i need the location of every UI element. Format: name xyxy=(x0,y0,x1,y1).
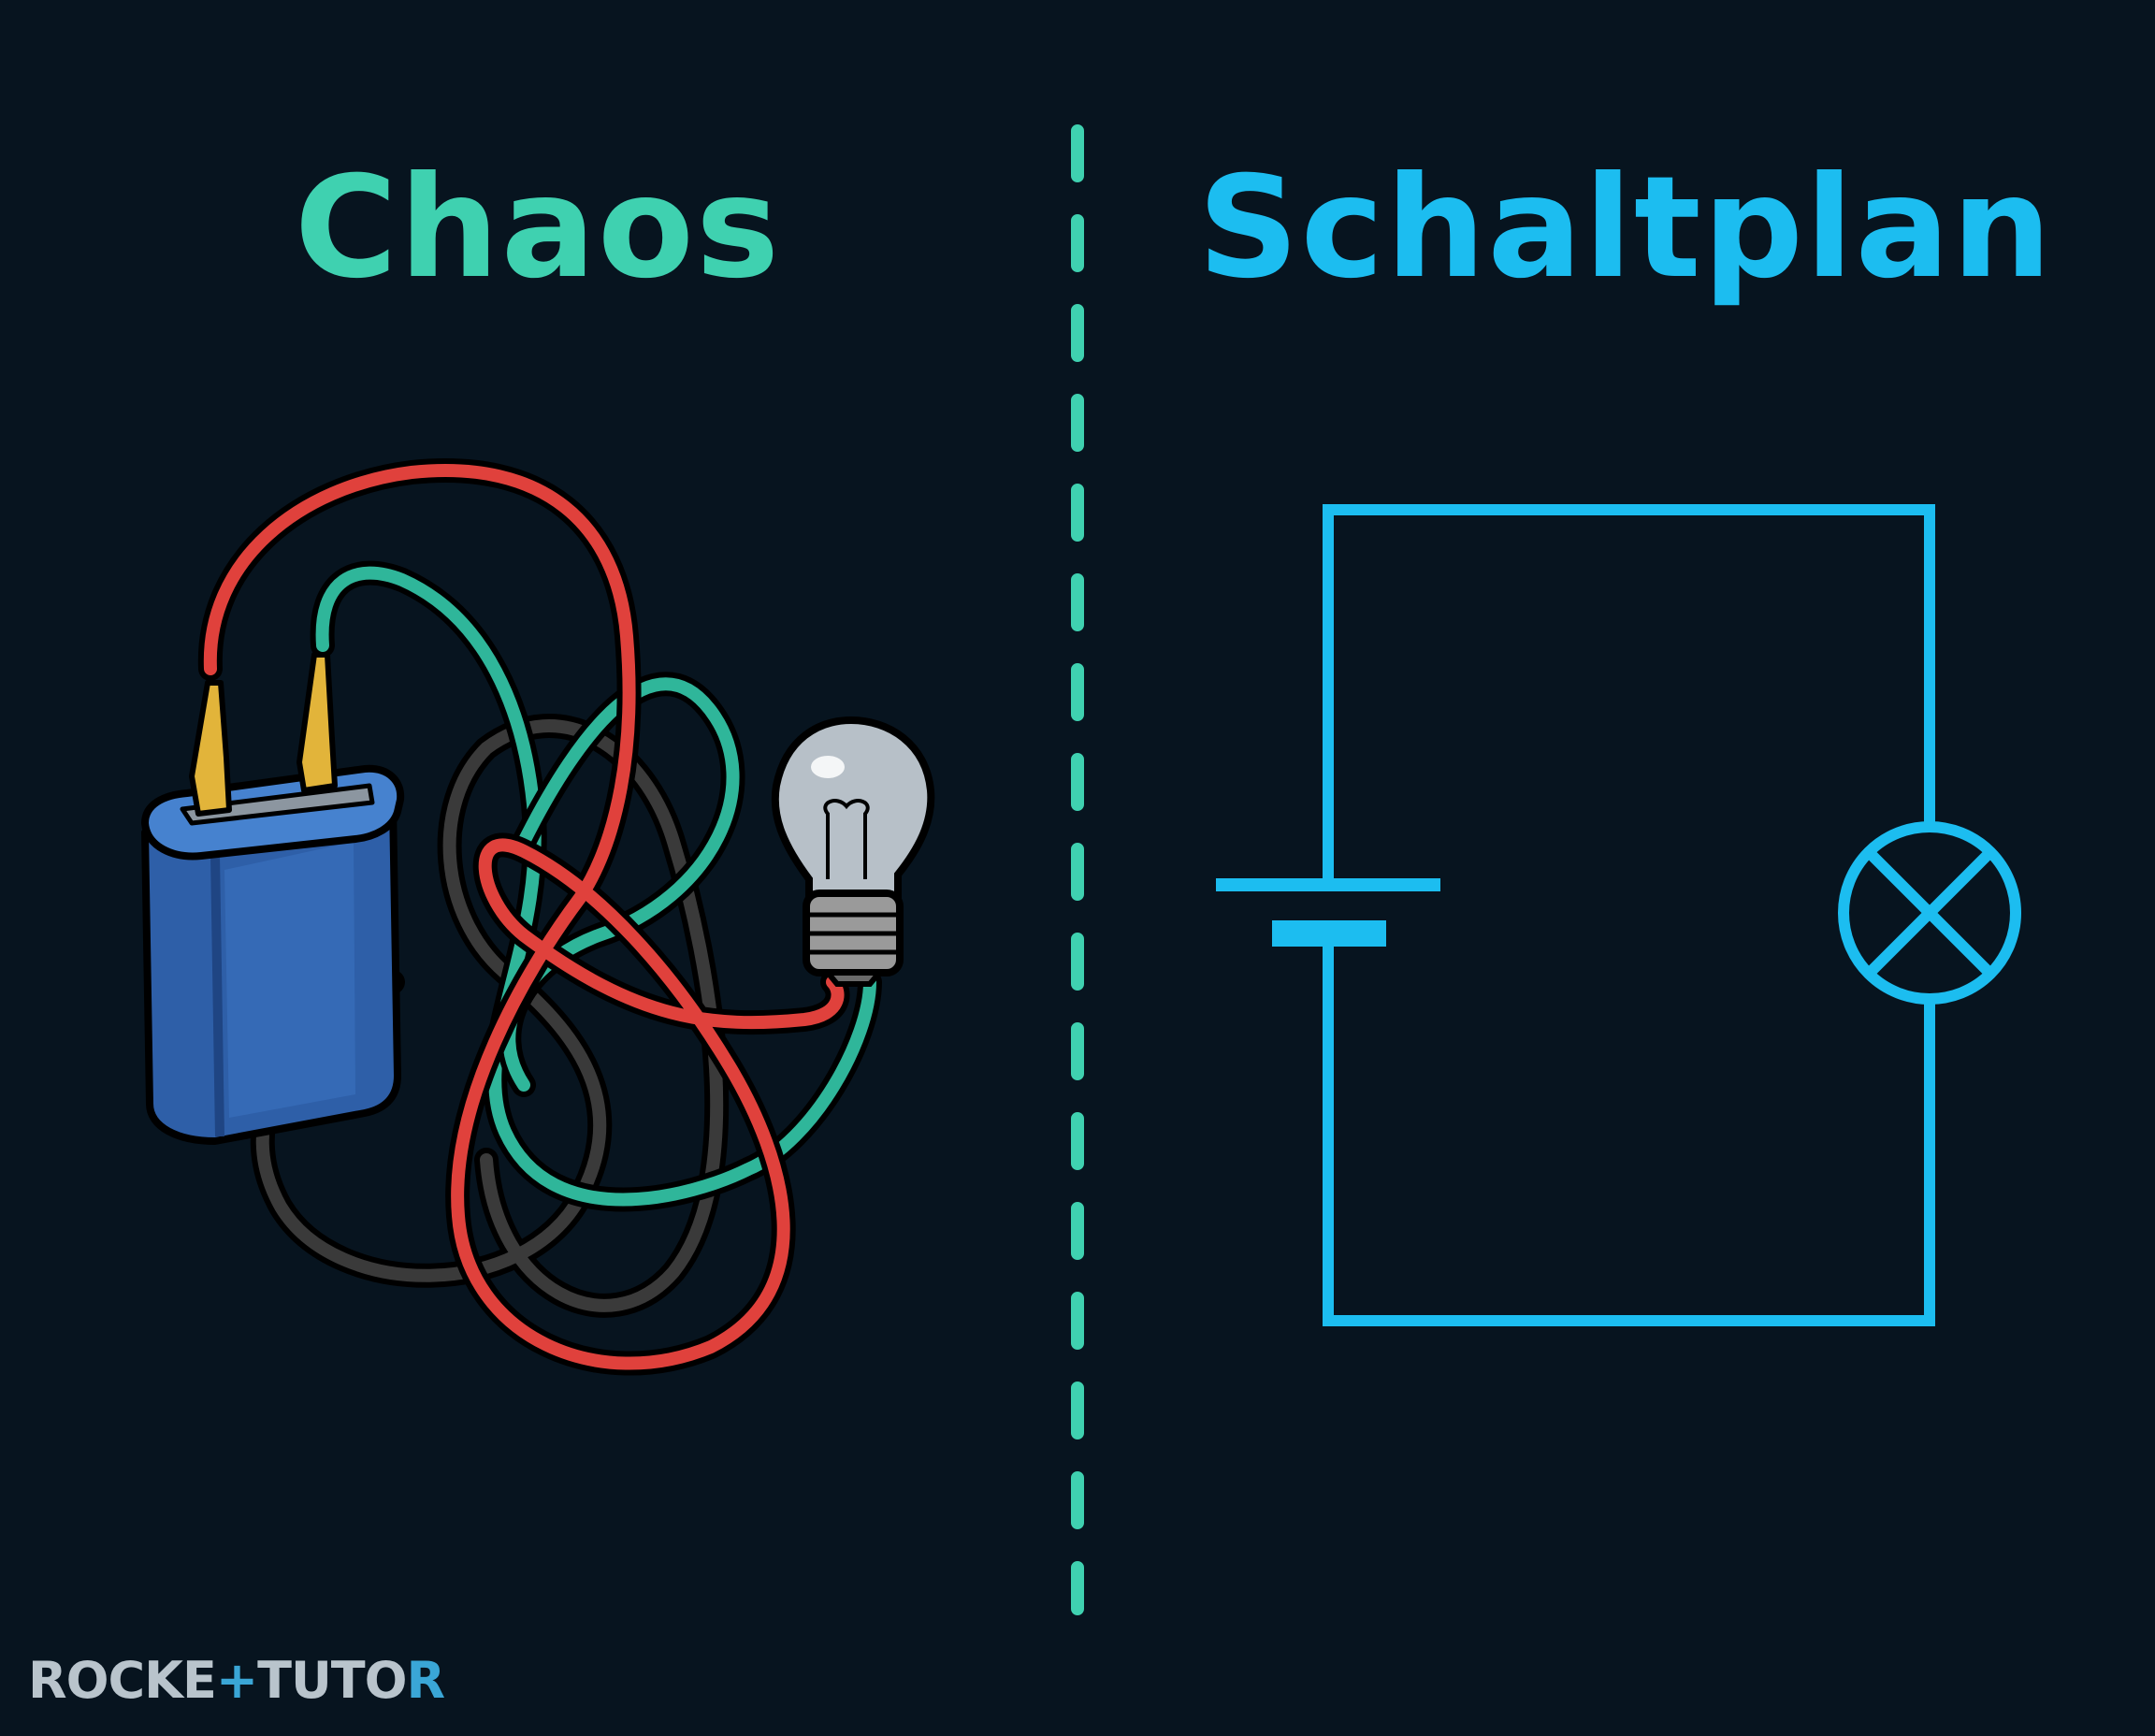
black-wire xyxy=(250,714,730,1318)
battery-icon xyxy=(141,652,405,1145)
brand-plus: + xyxy=(215,1651,258,1710)
chaos-title: Chaos xyxy=(295,147,781,310)
brand-text-1: ROCKE xyxy=(28,1651,217,1710)
circuit-diagram xyxy=(1216,504,2021,1326)
bulb-screw-base xyxy=(803,890,904,987)
lamp-symbol xyxy=(1838,821,2021,1005)
brand-text-2: TUTO xyxy=(257,1651,407,1710)
circuit-wire xyxy=(1323,504,1935,879)
circuit-wire-bottom xyxy=(1323,935,1935,1326)
battery-symbol xyxy=(1216,878,1440,947)
schaltplan-title: Schaltplan xyxy=(1198,147,2054,310)
light-bulb-icon xyxy=(771,716,935,987)
red-wire xyxy=(197,458,850,1376)
tangled-wires xyxy=(197,458,882,1376)
brand-text-3: R xyxy=(406,1651,446,1710)
brand-logo: ROCKE+TUTOR xyxy=(28,1656,445,1706)
